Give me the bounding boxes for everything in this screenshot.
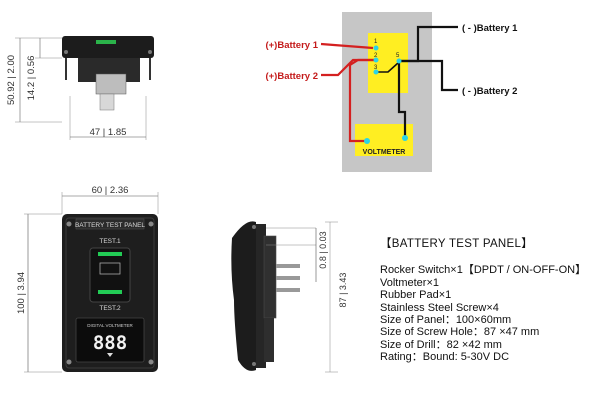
dim-profile-thickness: 0.8 <box>318 256 328 269</box>
dim-side-lower: 14.2 <box>26 82 37 101</box>
battery2-positive-label: (+)Battery 2 <box>265 71 318 82</box>
front-view: 60 | 2.36 100 | 3.94 BATTERY TEST PANEL … <box>16 185 159 373</box>
svg-text:0.8 | 0.03: 0.8 | 0.03 <box>318 231 328 268</box>
svg-text:60 | 2.36: 60 | 2.36 <box>92 185 129 196</box>
led-test1-icon <box>98 252 122 256</box>
test2-label: TEST.2 <box>99 305 121 312</box>
dim-side-lower-in: 0.56 <box>26 56 37 75</box>
side-view: 50.92 | 2.00 14.2 | 0.56 47 | 1.85 <box>6 36 154 140</box>
svg-text:50.92 | 2.00: 50.92 | 2.00 <box>6 55 17 105</box>
dim-side-width-in: 1.85 <box>108 127 127 138</box>
wiring-diagram: 1 2 3 5 VOLTMETER (+)Battery 1 (+)Batter… <box>265 12 518 172</box>
test1-label: TEST.1 <box>99 238 121 245</box>
voltmeter-caption: DIGITAL VOLTMETER <box>87 323 133 328</box>
dim-profile-depth-in: 3.43 <box>338 273 348 291</box>
pin-2-label: 2 <box>374 53 378 59</box>
spec-line: Rubber Pad×1 <box>380 289 452 302</box>
spec-line: Voltmeter×1 <box>380 276 440 289</box>
voltmeter-display <box>75 317 145 363</box>
voltmeter-readout: 888 <box>93 332 127 354</box>
battery-icon <box>99 262 121 275</box>
terminal-block <box>95 73 127 95</box>
battery1-positive-label: (+)Battery 1 <box>265 40 318 51</box>
spec-line: Rating：Bound: 5-30V DC <box>380 351 510 364</box>
pin-1-label: 1 <box>374 39 378 45</box>
battery1-negative-label: ( - )Battery 1 <box>462 23 518 34</box>
profile-bezel <box>231 221 256 371</box>
battery2-negative-label: ( - )Battery 2 <box>462 86 517 97</box>
panel-header: BATTERY TEST PANEL <box>75 222 145 229</box>
dim-front-width-in: 2.36 <box>110 185 129 196</box>
svg-text:47 | 1.85: 47 | 1.85 <box>90 127 127 138</box>
dim-front-width: 60 <box>92 185 103 196</box>
panel-flange <box>62 36 154 58</box>
voltmeter-label: VOLTMETER <box>363 149 406 156</box>
spec-line: Size of Panel：100×60mm <box>380 314 512 327</box>
led-test2-icon <box>98 290 122 294</box>
pin-3-label: 3 <box>374 65 378 71</box>
svg-text:87 | 3.43: 87 | 3.43 <box>338 273 348 308</box>
spec-line: Stainless Steel Screw×4 <box>380 301 499 314</box>
dim-front-height-in: 3.94 <box>16 272 27 291</box>
spec-line: Size of Screw Hole：87 ×47 mm <box>380 326 540 339</box>
rocker-switch-front <box>89 247 131 303</box>
spec-list: 【BATTERY TEST PANEL】 Rocker Switch×1【DPD… <box>380 238 600 364</box>
dim-side-width: 47 <box>90 127 101 138</box>
dim-profile-thickness-in: 0.03 <box>318 231 328 249</box>
profile-view: 0.8 | 0.03 87 | 3.43 <box>231 221 348 373</box>
spec-line: Rocker Switch×1【DPDT / ON-OFF-ON】 <box>380 264 587 277</box>
spec-title: 【BATTERY TEST PANEL】 <box>380 238 533 250</box>
dim-side-height-in: 2.00 <box>6 55 17 74</box>
rocker-switch <box>368 33 408 93</box>
dim-profile-depth: 87 <box>338 297 348 307</box>
led-top-icon <box>96 40 116 44</box>
pin-5-label: 5 <box>396 53 400 59</box>
dim-side-height: 50.92 <box>6 81 17 105</box>
svg-text:14.2 | 0.56: 14.2 | 0.56 <box>26 56 37 101</box>
profile-switch-body <box>263 235 277 319</box>
dim-front-height: 100 <box>16 298 27 314</box>
down-arrow-icon <box>107 353 113 357</box>
spec-line: Size of Drill：82 ×42 mm <box>380 338 502 351</box>
svg-text:100 | 3.94: 100 | 3.94 <box>16 272 27 314</box>
